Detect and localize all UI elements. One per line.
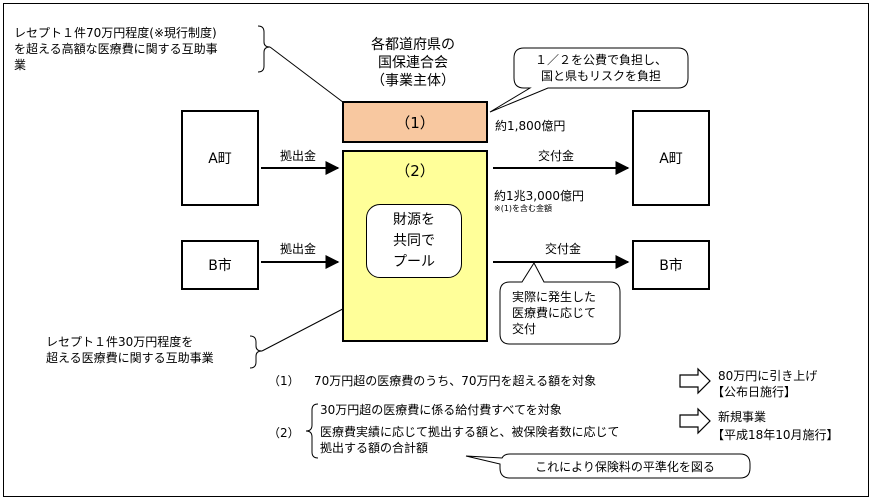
- diagram-frame: [3, 3, 869, 497]
- result-arrow-1: [679, 367, 711, 395]
- left-box-a-label: A町: [208, 151, 232, 167]
- box-1-label: （1）: [395, 113, 435, 132]
- result2-line2: 【平成18年10月施行】: [712, 428, 839, 442]
- speech-bubble-actual: [499, 262, 621, 345]
- item1-text: 70万円超の医療費のうち、70万円を超える額を対象: [314, 374, 597, 388]
- item1-number: （1）: [268, 374, 300, 388]
- result1-line1: 80万円に引き上げ: [718, 369, 818, 383]
- item2-number: （2）: [268, 426, 300, 440]
- box-2-label: （2）: [395, 162, 435, 180]
- left-box-b-city: B市: [181, 240, 259, 290]
- box-1: （1）: [342, 101, 488, 143]
- item2-line2: 医療費実績に応じて拠出する額と、被保険者数に応じて: [320, 425, 620, 439]
- grant-label-a: 交付金: [538, 149, 575, 163]
- item2-brace: [305, 403, 319, 459]
- result1-line2: 【公布日施行】: [712, 385, 797, 399]
- amount-box2: 約1兆3,000億円: [494, 189, 584, 203]
- contribution-label-b: 拠出金: [280, 242, 317, 256]
- pool-box: 財源を 共同で プール: [366, 204, 462, 278]
- org-line1: 各都道府県の: [371, 37, 455, 53]
- right-box-b-city: B市: [632, 240, 710, 290]
- result2-line1: 新規事業: [718, 410, 767, 424]
- pool-line3: プール: [393, 254, 435, 270]
- result-arrow-2: [679, 407, 711, 435]
- pool-line2: 共同で: [393, 233, 435, 249]
- top-left-note-line1: レセプト１件70万円程度(※現行制度): [14, 26, 217, 40]
- pool-line1: 財源を: [393, 212, 435, 228]
- org-line3: （事業主体）: [371, 73, 455, 89]
- contribution-label-a: 拠出金: [280, 149, 317, 163]
- grant-label-b: 交付金: [545, 242, 582, 256]
- speech-actual-line3: 交付: [512, 322, 537, 336]
- top-left-note-line2: を超える高額な医療費に関する互助事: [14, 42, 218, 56]
- bottom-left-brace: [249, 335, 263, 369]
- amount-box2-note: ※(1)を含む金額: [494, 204, 553, 213]
- top-left-brace: [257, 25, 271, 73]
- left-box-a-town: A町: [181, 110, 259, 206]
- amount-box1: 約1,800億円: [495, 119, 566, 133]
- bottom-left-note-line1: レセプト１件30万円程度を: [46, 335, 194, 349]
- right-box-b-label: B市: [659, 258, 683, 274]
- speech-bottom-text: これにより保険料の平準化を図る: [535, 460, 715, 474]
- top-left-note-line3: 業: [14, 58, 27, 72]
- speech-bubble-bottom: [465, 453, 751, 479]
- speech-top-line2: 国と県もリスクを負担: [540, 69, 661, 83]
- left-box-b-label: B市: [208, 258, 232, 274]
- org-line2: 国保連合会: [378, 55, 448, 71]
- speech-top-line1: １／２を公費で負担し、: [534, 53, 667, 67]
- right-box-a-town: A町: [632, 110, 710, 206]
- item2-line1: 30万円超の医療費に係る給付費すべてを対象: [320, 403, 562, 417]
- bottom-left-note-line2: 超える医療費に関する互助事業: [46, 351, 214, 365]
- item2-line3: 拠出する額の合計額: [320, 441, 429, 455]
- speech-bubble-top: [489, 47, 689, 113]
- right-box-a-label: A町: [659, 151, 683, 167]
- speech-actual-line1: 実際に発生した: [512, 290, 597, 304]
- speech-actual-line2: 医療費に応じて: [512, 306, 597, 320]
